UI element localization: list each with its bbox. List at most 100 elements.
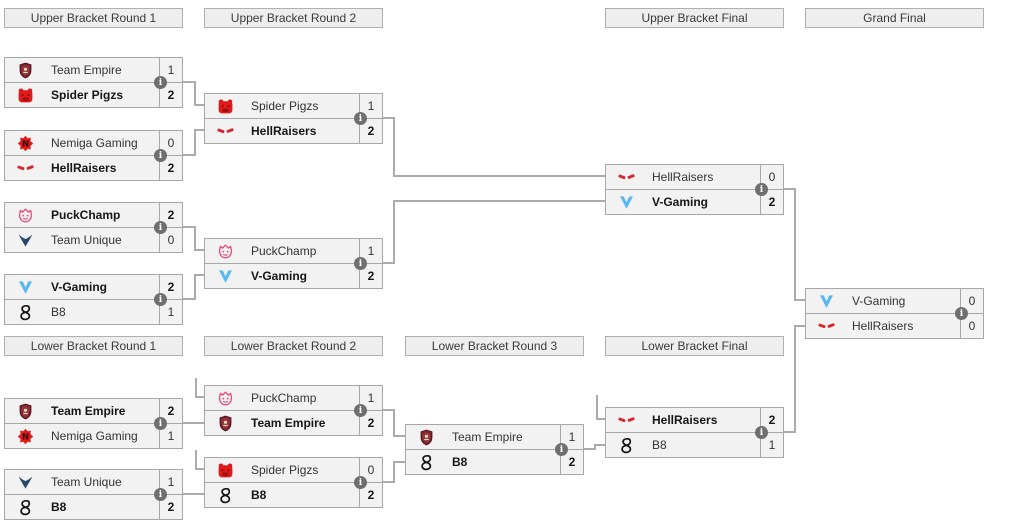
team-row[interactable]: HellRaisers 2 bbox=[205, 119, 382, 143]
bracket-connector bbox=[393, 175, 605, 177]
info-icon[interactable]: i bbox=[154, 417, 167, 430]
header-lower-bracket-round-1: Lower Bracket Round 1 bbox=[4, 336, 183, 356]
team-score: 2 bbox=[760, 190, 783, 214]
team-row[interactable]: N Nemiga Gaming 1 bbox=[5, 424, 182, 448]
team-name: Team Empire bbox=[51, 63, 122, 77]
team-row[interactable]: Team Unique 1 bbox=[5, 470, 182, 495]
info-icon[interactable]: i bbox=[354, 404, 367, 417]
team-score: 2 bbox=[159, 83, 182, 107]
team-row[interactable]: V-Gaming 2 bbox=[205, 264, 382, 288]
hellraisers-logo bbox=[17, 160, 34, 177]
team-row[interactable]: Team Empire 1 bbox=[406, 425, 583, 450]
v-gaming-logo bbox=[17, 279, 34, 296]
team-name: HellRaisers bbox=[251, 124, 317, 138]
info-icon[interactable]: i bbox=[755, 426, 768, 439]
bracket-connector bbox=[383, 409, 395, 411]
team-name: B8 bbox=[251, 488, 267, 502]
team-row[interactable]: B8 2 bbox=[406, 450, 583, 474]
team-name: PuckChamp bbox=[251, 244, 317, 258]
team-row[interactable]: Spider Pigzs 1 bbox=[205, 94, 382, 119]
hellraisers-logo bbox=[618, 412, 635, 429]
hellraisers-logo bbox=[818, 318, 835, 335]
info-icon[interactable]: i bbox=[154, 488, 167, 501]
bracket-connector bbox=[194, 226, 196, 251]
team-name: B8 bbox=[452, 455, 468, 469]
team-empire-logo bbox=[17, 62, 34, 79]
bracket-connector bbox=[183, 226, 196, 228]
info-icon[interactable]: i bbox=[555, 443, 568, 456]
team-score: 1 bbox=[359, 239, 382, 263]
b8-logo bbox=[217, 487, 234, 504]
bracket-connector bbox=[194, 249, 204, 251]
info-icon[interactable]: i bbox=[154, 76, 167, 89]
info-icon[interactable]: i bbox=[354, 112, 367, 125]
team-score: 2 bbox=[359, 483, 382, 507]
team-row[interactable]: B8 2 bbox=[205, 483, 382, 507]
info-icon[interactable]: i bbox=[354, 476, 367, 489]
b8-logo bbox=[618, 437, 635, 454]
bracket-connector bbox=[794, 299, 805, 301]
info-icon[interactable]: i bbox=[354, 257, 367, 270]
match-ub-r1-m3: PuckChamp 2 Team Unique 0 i bbox=[4, 202, 183, 253]
team-row[interactable]: V-Gaming 2 bbox=[606, 190, 783, 214]
team-row[interactable]: HellRaisers 2 bbox=[5, 156, 182, 180]
hellraisers-logo bbox=[618, 169, 635, 186]
bracket-connector bbox=[596, 395, 598, 420]
match-ub-r1-m4: V-Gaming 2 B8 1 i bbox=[4, 274, 183, 325]
bracket-connector bbox=[183, 422, 204, 424]
bracket-connector bbox=[393, 409, 395, 437]
team-row[interactable]: Team Empire 1 bbox=[5, 58, 182, 83]
team-name: Nemiga Gaming bbox=[51, 429, 138, 443]
team-name: V-Gaming bbox=[51, 280, 108, 294]
bracket-connector bbox=[784, 431, 796, 433]
team-row[interactable]: Spider Pigzs 0 bbox=[205, 458, 382, 483]
info-icon[interactable]: i bbox=[955, 307, 968, 320]
svg-text:N: N bbox=[22, 432, 29, 442]
team-row[interactable]: HellRaisers 0 bbox=[606, 165, 783, 190]
info-icon[interactable]: i bbox=[154, 149, 167, 162]
match-lb-r1-m2: Team Unique 1 B8 2 i bbox=[4, 469, 183, 520]
puckchamp-logo bbox=[217, 390, 234, 407]
team-row[interactable]: Team Unique 0 bbox=[5, 228, 182, 252]
team-score: 1 bbox=[159, 470, 182, 494]
info-icon[interactable]: i bbox=[755, 183, 768, 196]
team-score: 2 bbox=[359, 119, 382, 143]
team-row[interactable]: B8 1 bbox=[606, 433, 783, 457]
team-name: V-Gaming bbox=[852, 294, 906, 308]
team-score: 1 bbox=[560, 425, 583, 449]
info-icon[interactable]: i bbox=[154, 221, 167, 234]
info-icon[interactable]: i bbox=[154, 293, 167, 306]
match-lb-r2-m2: Spider Pigzs 0 B8 2 i bbox=[204, 457, 383, 508]
team-row[interactable]: PuckChamp 1 bbox=[205, 239, 382, 264]
team-row[interactable]: PuckChamp 2 bbox=[5, 203, 182, 228]
team-row[interactable]: B8 2 bbox=[5, 495, 182, 519]
team-name: Spider Pigzs bbox=[251, 99, 319, 113]
team-row[interactable]: PuckChamp 1 bbox=[205, 386, 382, 411]
puckchamp-logo bbox=[17, 207, 34, 224]
team-row[interactable]: Team Empire 2 bbox=[5, 399, 182, 424]
bracket-connector bbox=[194, 129, 204, 131]
team-row[interactable]: V-Gaming 0 bbox=[806, 289, 983, 314]
match-ub-r1-m2: N Nemiga Gaming 0 HellRaisers 2 i bbox=[4, 130, 183, 181]
bracket-connector bbox=[393, 200, 605, 202]
bracket-connector bbox=[183, 154, 196, 156]
team-row[interactable]: N Nemiga Gaming 0 bbox=[5, 131, 182, 156]
team-row[interactable]: Team Empire 2 bbox=[205, 411, 382, 435]
team-row[interactable]: B8 1 bbox=[5, 300, 182, 324]
bracket-connector bbox=[594, 444, 596, 450]
bracket-connector bbox=[794, 325, 805, 327]
team-name: PuckChamp bbox=[51, 208, 121, 222]
bracket-connector bbox=[195, 468, 204, 470]
team-empire-logo bbox=[418, 429, 435, 446]
hellraisers-logo bbox=[217, 123, 234, 140]
header-upper-bracket-round-1: Upper Bracket Round 1 bbox=[4, 8, 183, 28]
team-name: Team Empire bbox=[452, 430, 523, 444]
team-score: 0 bbox=[960, 314, 983, 338]
team-row[interactable]: Spider Pigzs 2 bbox=[5, 83, 182, 107]
team-row[interactable]: HellRaisers 2 bbox=[606, 408, 783, 433]
team-row[interactable]: HellRaisers 0 bbox=[806, 314, 983, 338]
team-name: Team Empire bbox=[251, 416, 326, 430]
team-name: HellRaisers bbox=[51, 161, 117, 175]
team-row[interactable]: V-Gaming 2 bbox=[5, 275, 182, 300]
team-score: 2 bbox=[159, 156, 182, 180]
